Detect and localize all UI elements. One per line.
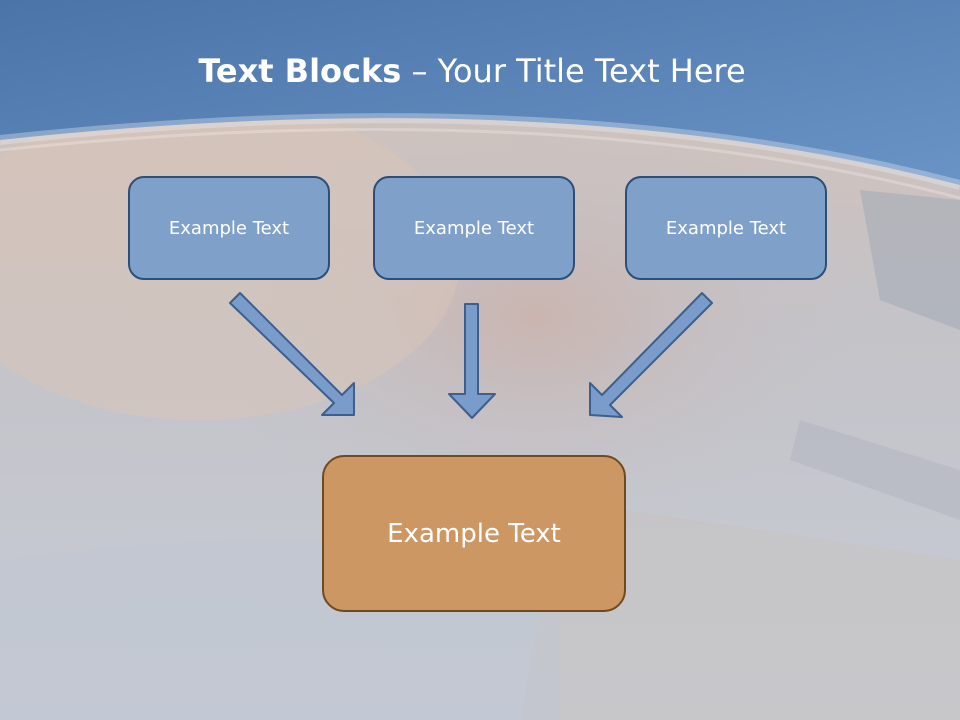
arrow-right [589,292,713,418]
arrow-center [448,303,496,419]
title-bold: Text Blocks [198,52,402,90]
arrow-left [229,292,355,416]
title-dash: – [401,52,438,90]
result-block: Example Text [322,455,626,612]
slide-title: Text Blocks – Your Title Text Here [0,52,944,90]
text-block-left: Example Text [128,176,330,280]
text-block-center: Example Text [373,176,575,280]
text-block-right: Example Text [625,176,827,280]
title-rest: Your Title Text Here [437,52,746,90]
